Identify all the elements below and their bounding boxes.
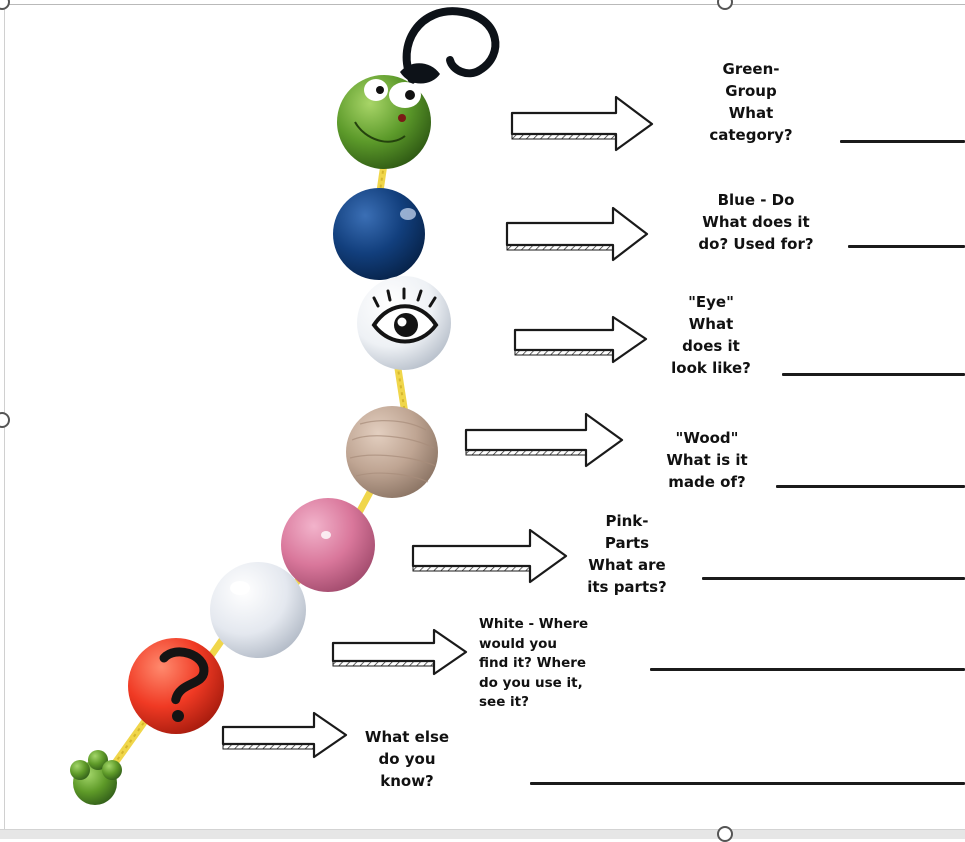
arrow-right-icon	[505, 206, 649, 262]
prompt-green: Green- Group What category?	[709, 60, 793, 144]
answer-line-wood[interactable]	[776, 485, 965, 488]
arrow-right-icon	[513, 315, 648, 364]
prompt-eye: "Eye" What does it look like?	[671, 293, 751, 377]
arrow-right-icon	[464, 412, 624, 468]
answer-line-blue[interactable]	[848, 245, 965, 248]
answer-line-pink[interactable]	[702, 577, 965, 580]
blue-bead	[333, 188, 425, 280]
arrows	[221, 95, 654, 759]
wood-bead	[346, 406, 438, 498]
question-mark-icon	[159, 647, 209, 722]
answer-line-other[interactable]	[530, 782, 965, 785]
prompt-white: White - Where would you find it? Where d…	[479, 616, 589, 710]
arrow-right-icon	[221, 711, 348, 759]
resize-handle-top-left[interactable]	[0, 0, 10, 10]
answer-line-white[interactable]	[650, 668, 965, 671]
resize-handle-bottom-middle[interactable]	[717, 826, 733, 842]
selection-frame-top	[0, 4, 965, 5]
white-bead	[210, 562, 306, 658]
pink-bead	[281, 498, 375, 592]
prompt-blue: Blue - Do What does it do? Used for?	[698, 191, 814, 253]
answer-line-eye[interactable]	[782, 373, 965, 376]
resize-handle-middle-left[interactable]	[0, 412, 10, 428]
green-frog-bead	[337, 75, 431, 169]
prompt-other: What else do you know?	[364, 728, 450, 790]
arrow-right-icon	[411, 528, 568, 584]
resize-handle-top-middle[interactable]	[717, 0, 733, 10]
answer-line-green[interactable]	[840, 140, 965, 143]
eye-icon	[371, 287, 439, 344]
keychain-clip-icon	[400, 7, 500, 84]
arrow-right-icon	[510, 95, 654, 152]
arrow-right-icon	[331, 628, 468, 676]
red-question-bead	[128, 638, 224, 734]
bottom-scroll-bar[interactable]	[0, 829, 965, 839]
prompt-wood: "Wood" What is it made of?	[666, 429, 748, 491]
eye-bead	[357, 276, 451, 370]
green-end-bead	[70, 750, 122, 805]
prompt-pink: Pink- Parts What are its parts?	[587, 512, 667, 596]
